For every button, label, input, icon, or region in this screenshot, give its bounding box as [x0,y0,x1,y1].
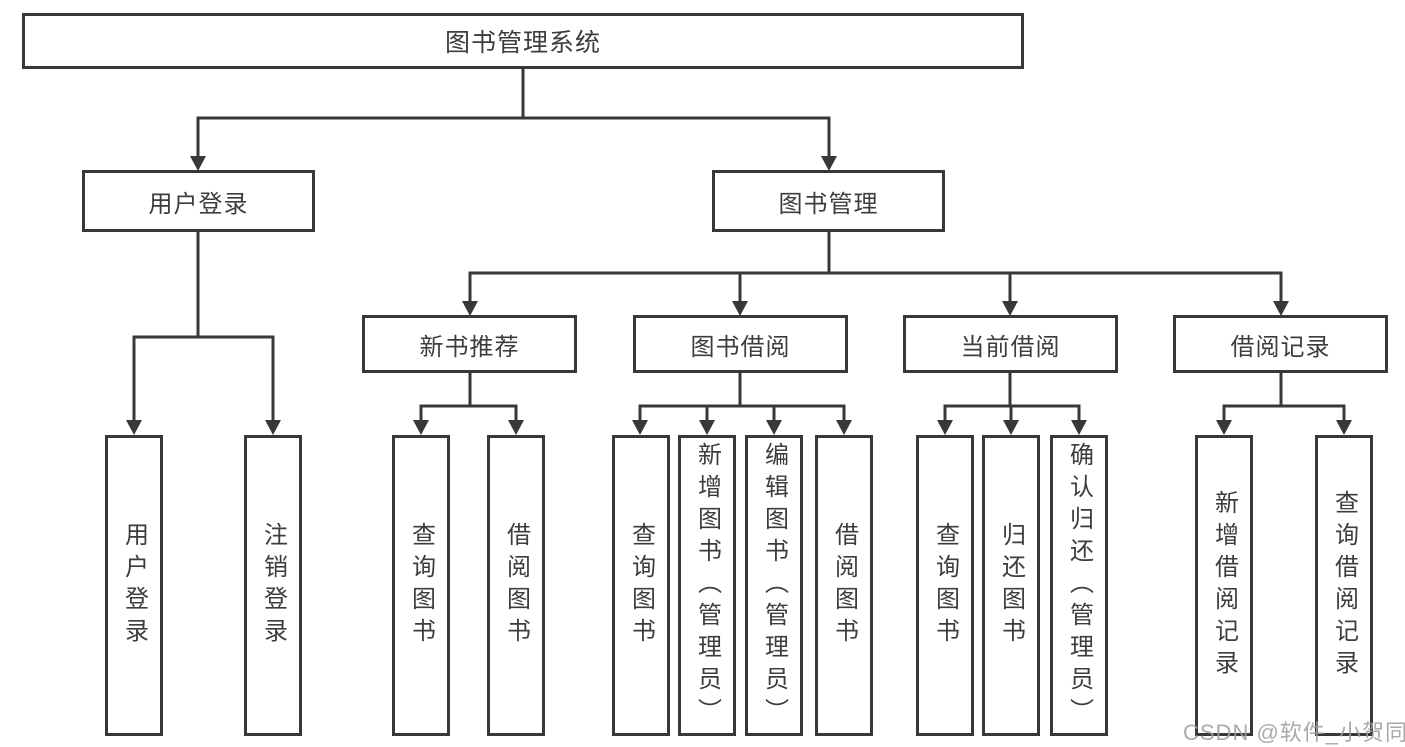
leaf-borrow-books-recommend-label: 借阅图书 [502,521,530,650]
leaf-query-books-borrowing: 查询图书 [612,435,670,736]
leaf-logout-label: 注销登录 [259,521,287,650]
watermark: CSDN @软件_小贺同学 [1183,720,1405,745]
leaf-query-books-borrowing-label: 查询图书 [627,521,655,650]
leaf-add-book-admin: 新增图书（管理员） [678,435,736,736]
leaf-return-book: 归还图书 [982,435,1040,736]
leaf-confirm-return-admin: 确认归还（管理员） [1050,435,1108,736]
node-borrowing-records-label: 借阅记录 [1230,333,1331,361]
leaf-query-books-recommend-label: 查询图书 [407,521,435,650]
leaf-query-books-recommend: 查询图书 [392,435,450,736]
node-new-book-recommend-label: 新书推荐 [419,333,520,361]
node-borrowing-records: 借阅记录 [1173,315,1388,373]
leaf-add-book-admin-label: 新增图书（管理员） [693,441,721,730]
node-user-login: 用户登录 [82,170,315,232]
leaf-logout: 注销登录 [244,435,302,736]
node-book-borrowing: 图书借阅 [633,315,848,373]
leaf-query-borrow-record-label: 查询借阅记录 [1330,489,1358,682]
leaf-borrow-books-borrowing-label: 借阅图书 [830,521,858,650]
leaf-user-login: 用户登录 [105,435,163,736]
node-library-system: 图书管理系统 [22,13,1024,69]
node-library-system-label: 图书管理系统 [444,29,601,57]
leaf-query-borrow-record: 查询借阅记录 [1315,435,1373,736]
node-book-management-label: 图书管理 [778,190,879,218]
node-book-management: 图书管理 [712,170,945,232]
leaf-return-book-label: 归还图书 [997,521,1025,650]
leaf-edit-book-admin-label: 编辑图书（管理员） [760,441,788,730]
leaf-confirm-return-admin-label: 确认归还（管理员） [1065,441,1093,730]
leaf-add-borrow-record-label: 新增借阅记录 [1210,489,1238,682]
leaf-add-borrow-record: 新增借阅记录 [1195,435,1253,736]
leaf-edit-book-admin: 编辑图书（管理员） [745,435,803,736]
leaf-borrow-books-borrowing: 借阅图书 [815,435,873,736]
node-user-login-label: 用户登录 [148,190,249,218]
leaf-query-books-current-label: 查询图书 [931,521,959,650]
node-new-book-recommend: 新书推荐 [362,315,577,373]
node-current-borrowing-label: 当前借阅 [960,333,1061,361]
node-current-borrowing: 当前借阅 [903,315,1118,373]
node-book-borrowing-label: 图书借阅 [690,333,791,361]
leaf-query-books-current: 查询图书 [916,435,974,736]
leaf-user-login-label: 用户登录 [120,521,148,650]
leaf-borrow-books-recommend: 借阅图书 [487,435,545,736]
